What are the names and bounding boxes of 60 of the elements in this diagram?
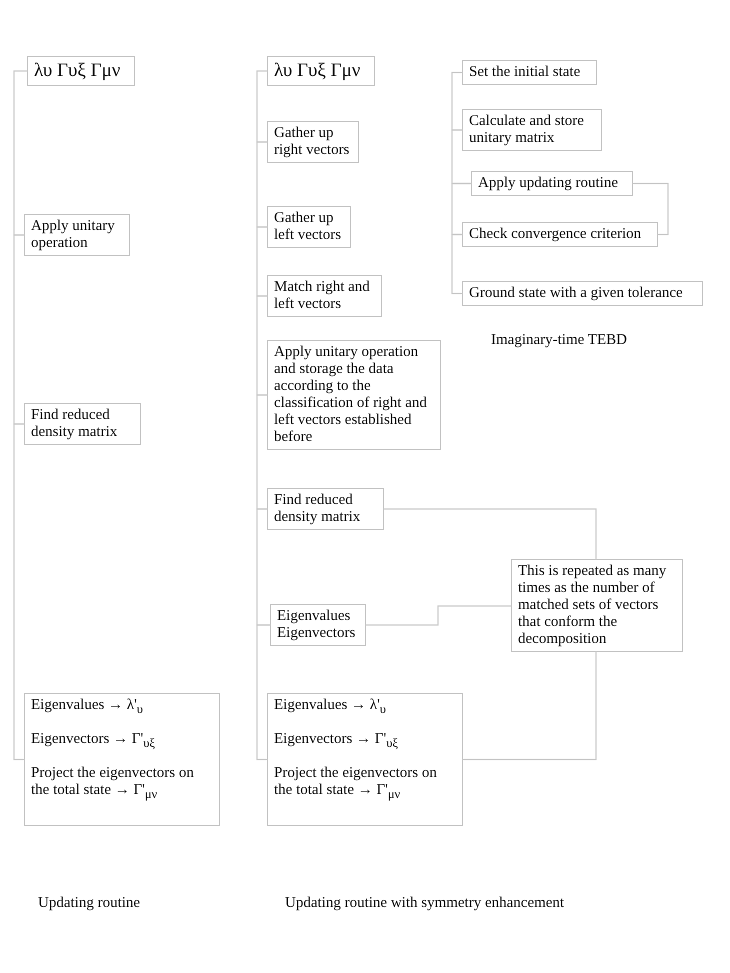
connector-line	[451, 72, 462, 131]
box-text: Eigenvalues → λ'$_{υ}$	[31, 697, 144, 718]
box-text: Set the initial state	[469, 64, 582, 81]
process-box	[27, 56, 135, 86]
box-text: Apply unitary operation	[31, 218, 116, 252]
box-text: Eigenvalues Eigenvectors	[277, 608, 356, 642]
process-box	[462, 281, 703, 306]
box-text: This is repeated as many times as the number of matched sets of vectors that conform the decomposition	[518, 563, 668, 648]
connector-line	[256, 624, 270, 760]
box-text: Gather up left vectors	[274, 210, 342, 244]
box-text: Apply updating routine	[478, 175, 619, 192]
connector-line	[256, 508, 270, 626]
process-box	[471, 171, 633, 196]
box-text: Project the eigenvectors on the total state → Γ'$_{μν}$	[31, 765, 195, 803]
connector-line	[256, 226, 267, 297]
connector-line	[256, 394, 267, 510]
box-text: Check convergence criterion	[469, 226, 642, 243]
box-text: Ground state with a given tolerance	[469, 285, 684, 302]
process-box	[462, 60, 597, 85]
caption-text: Updating routine with symmetry enhancement	[285, 895, 564, 912]
box-text: Project the eigenvectors on the total state → Γ'$_{μν}$	[274, 765, 438, 803]
caption-text: Imaginary-time TEBD	[491, 332, 627, 349]
process-box	[24, 693, 220, 826]
process-box	[24, 403, 141, 445]
box-text: Eigenvectors → Γ'$_{υξ}$	[31, 731, 156, 752]
process-box	[267, 693, 463, 826]
box-text: Find reduced density matrix	[31, 407, 118, 441]
connector-line	[366, 605, 511, 626]
box-text: Apply unitary operation and storage the data according to the classification of right and left vectors established before	[274, 344, 428, 446]
connector-line	[13, 423, 24, 760]
process-box	[462, 109, 602, 151]
connector-line	[384, 508, 597, 560]
box-text: Gather up right vectors	[274, 125, 350, 159]
connector-line	[256, 295, 267, 396]
process-box	[267, 340, 441, 450]
box-text: λυ Γυξ Γμν	[34, 60, 122, 82]
box-text: Find reduced density matrix	[274, 492, 362, 526]
note-box	[511, 559, 683, 652]
connector-line	[256, 70, 267, 143]
process-box	[270, 604, 366, 646]
process-box	[267, 121, 359, 163]
caption-text: Updating routine	[38, 895, 140, 912]
connector-line	[633, 182, 669, 236]
process-box	[462, 222, 658, 247]
connector-line	[256, 141, 267, 228]
connector-line	[451, 234, 462, 294]
process-box	[24, 214, 130, 256]
connector-line	[451, 182, 471, 236]
box-text: Match right and left vectors	[274, 279, 371, 313]
process-box	[267, 488, 384, 530]
box-text: λυ Γυξ Γμν	[274, 60, 362, 82]
process-box	[267, 206, 351, 248]
connector-line	[463, 651, 597, 760]
box-text: Eigenvectors → Γ'$_{υξ}$	[274, 731, 399, 752]
box-text: Calculate and store unitary matrix	[469, 113, 585, 147]
connector-line	[13, 70, 27, 236]
box-text: Eigenvalues → λ'$_{υ}$	[274, 697, 387, 718]
connector-line	[13, 234, 24, 425]
process-box	[267, 56, 375, 86]
process-box	[267, 275, 382, 317]
